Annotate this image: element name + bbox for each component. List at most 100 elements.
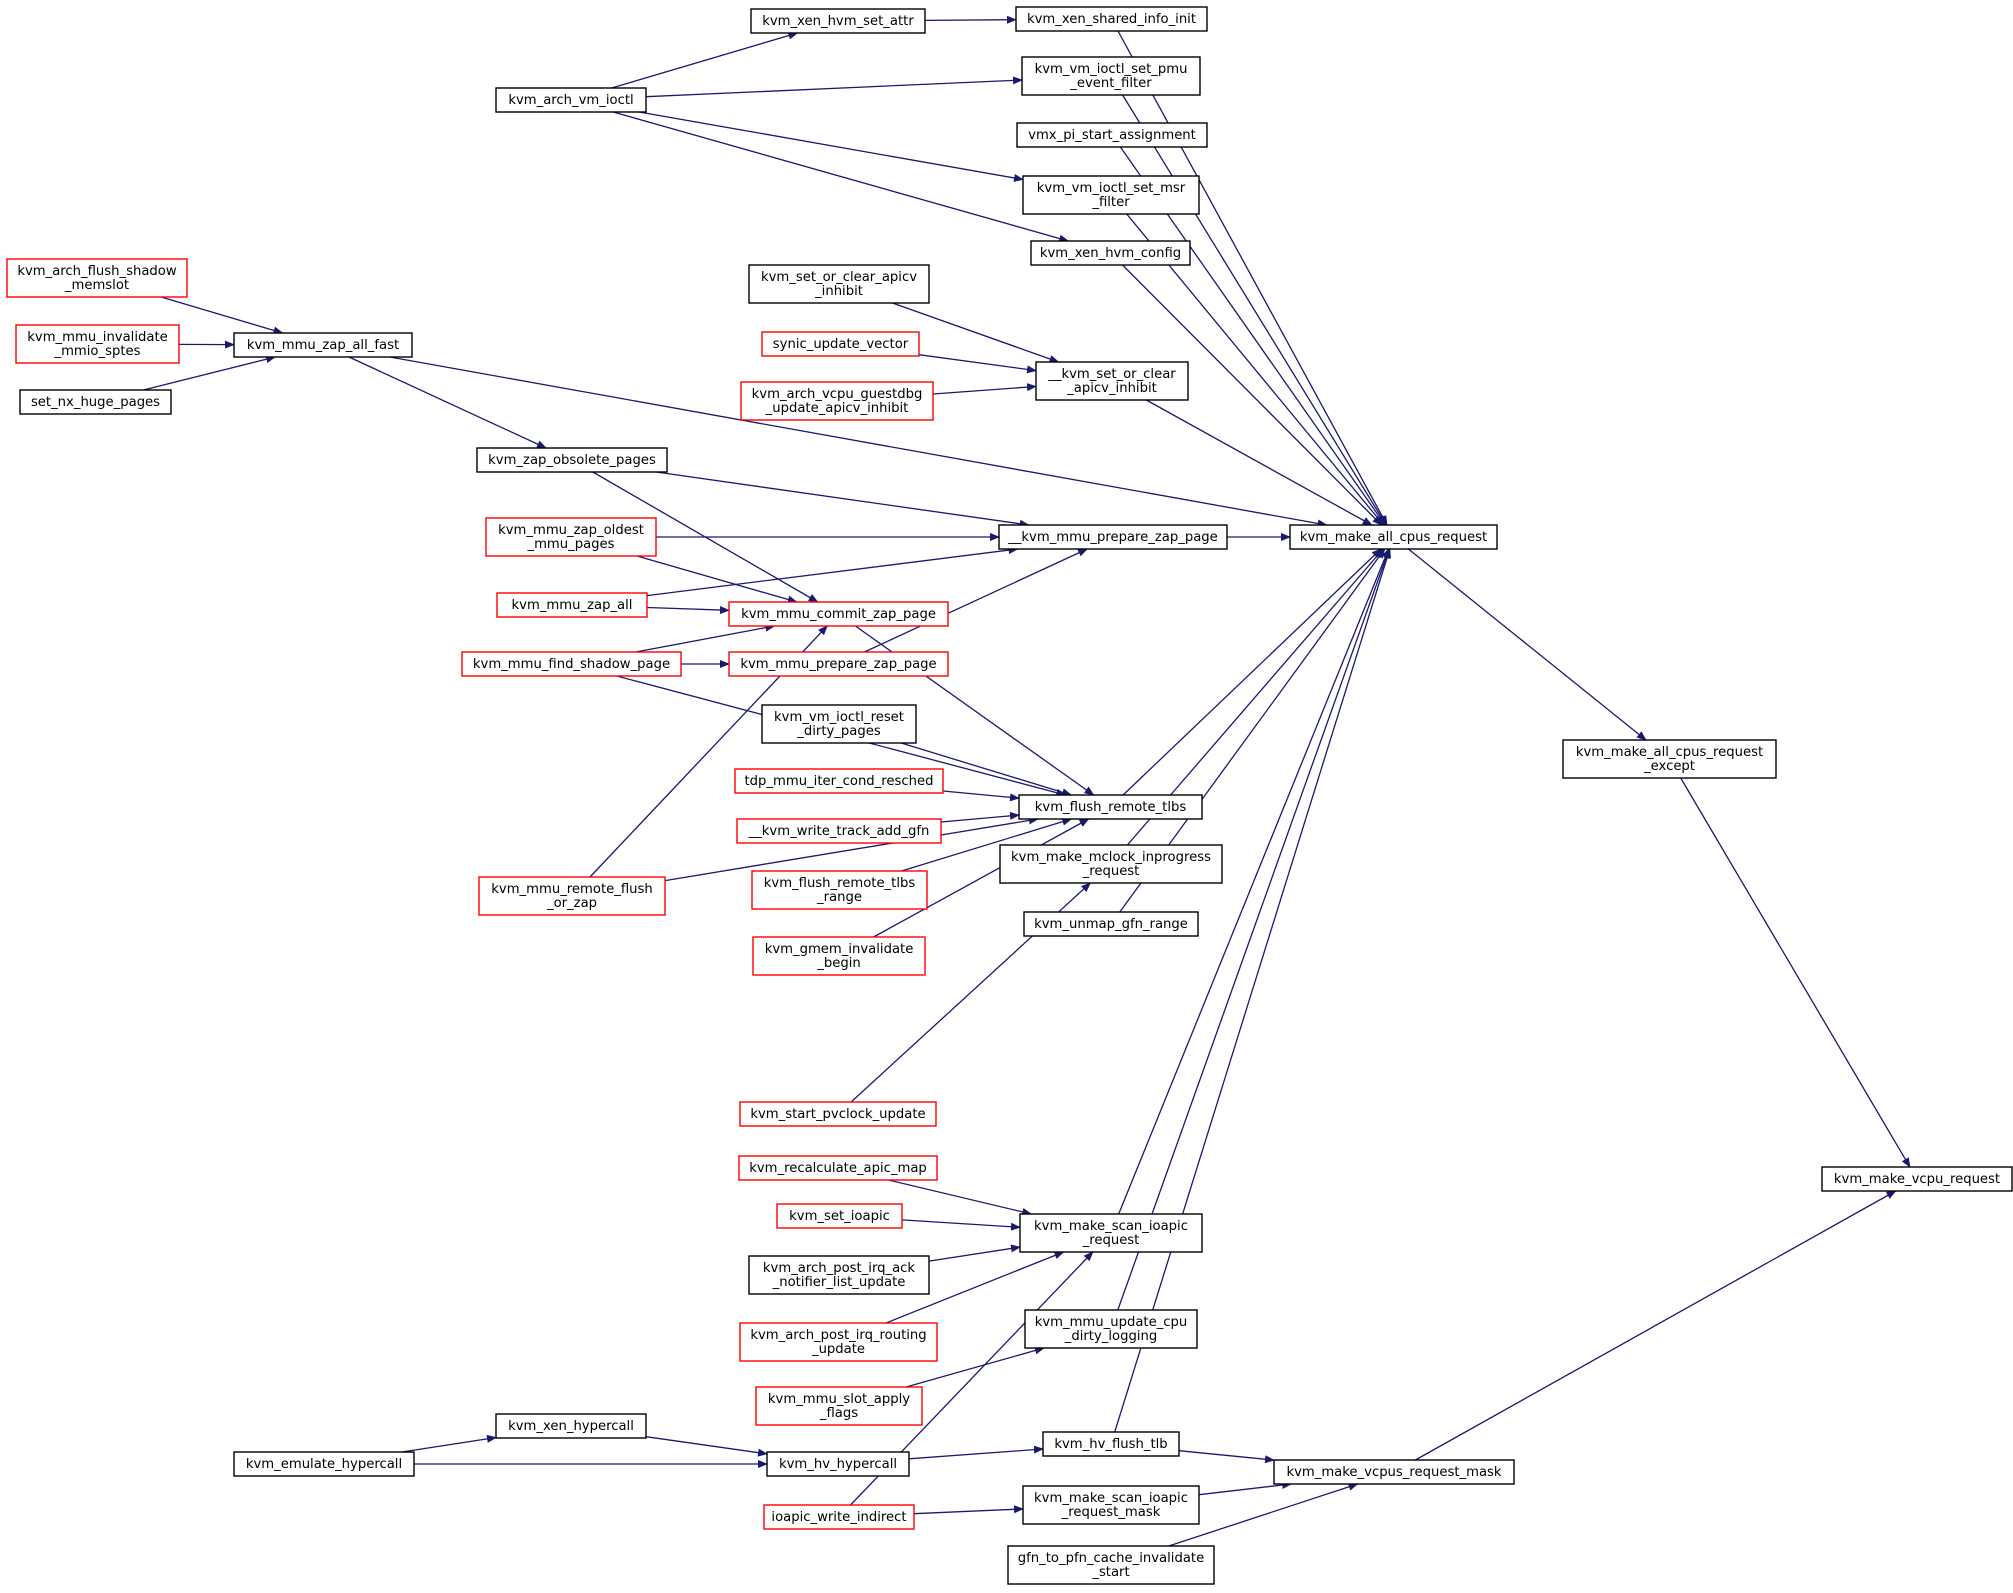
node-box (496, 592, 648, 618)
function-node-hv-hypercall[interactable]: kvm_hv_hypercall (766, 1451, 910, 1477)
node-box (728, 651, 949, 677)
call-edge-slot_apply_flags-to-cpu_dirty_logging (905, 1346, 1045, 1388)
function-node-find-shadow[interactable]: kvm_mmu_find_shadow_page (461, 651, 682, 677)
node-label-line: _inhibit (814, 284, 863, 299)
function-node-arch-vm-ioctl[interactable]: kvm_arch_vm_ioctl (495, 87, 647, 113)
function-node-make-vcpu-request[interactable]: kvm_make_vcpu_request (1821, 1166, 2013, 1192)
node-label-line: kvm_mmu_prepare_zap_page (740, 657, 936, 672)
node-label-line: kvm_make_all_cpus_request (1576, 745, 1763, 760)
function-node-write-track[interactable]: __kvm_write_track_add_gfn (736, 818, 942, 844)
function-node-ioapic-write[interactable]: ioapic_write_indirect (763, 1504, 915, 1530)
node-label-line: _begin (816, 956, 860, 971)
function-node-xen-hvm-config[interactable]: kvm_xen_hvm_config (1030, 240, 1191, 266)
function-node-emulate-hypercall[interactable]: kvm_emulate_hypercall (233, 1451, 415, 1477)
function-node-flush-shadow-memslot[interactable]: kvm_arch_flush_shadow_memslot (6, 258, 188, 298)
call-edge-emulate_hypercall-to-xen_hypercall (401, 1434, 497, 1453)
function-node-slot-apply-flags[interactable]: kvm_mmu_slot_apply_flags (755, 1386, 923, 1426)
call-edge-set_pmu_filter-to-make_all_cpus_request (1122, 94, 1387, 526)
function-node-mmu-zap-all-fast[interactable]: kvm_mmu_zap_all_fast (233, 332, 413, 358)
call-edge-xen_hvm_config-to-make_all_cpus_request (1122, 264, 1383, 526)
function-node-zap-oldest[interactable]: kvm_mmu_zap_oldest_mmu_pages (485, 517, 657, 557)
node-box (1015, 6, 1208, 32)
node-label-line: tdp_mmu_iter_cond_resched (745, 774, 934, 789)
call-edge-set_ioapic-to-scan_ioapic (901, 1219, 1021, 1231)
function-node---mmu-prepare-zap[interactable]: __kvm_mmu_prepare_zap_page (998, 524, 1228, 550)
call-edge-make_all_cpus_request-to-all_cpus_except (1407, 548, 1647, 741)
function-node-set-ioapic[interactable]: kvm_set_ioapic (776, 1203, 903, 1229)
function-node-pvclock[interactable]: kvm_start_pvclock_update (739, 1101, 937, 1127)
node-box (1021, 56, 1201, 96)
function-node-reset-dirty[interactable]: kvm_vm_ioctl_reset_dirty_pages (761, 704, 917, 744)
function-node-scan-ioapic-mask[interactable]: kvm_make_scan_ioapic_request_mask (1022, 1485, 1200, 1525)
function-node-tdp-resched[interactable]: tdp_mmu_iter_cond_resched (734, 768, 944, 794)
call-edge-remote_flush_or_zap-to-flush_remote_tlbs (664, 816, 1039, 882)
node-box (495, 1413, 647, 1439)
node-label-line: __kvm_write_track_add_gfn (748, 824, 930, 839)
function-node-zap-obsolete-pages[interactable]: kvm_zap_obsolete_pages (476, 447, 668, 473)
function-node-xen-hypercall[interactable]: kvm_xen_hypercall (495, 1413, 647, 1439)
node-label-line: kvm_hv_hypercall (779, 1457, 897, 1472)
function-node-set-pmu-filter[interactable]: kvm_vm_ioctl_set_pmu_event_filter (1021, 56, 1201, 96)
function-node-mclock[interactable]: kvm_make_mclock_inprogress_request (999, 844, 1223, 884)
function-node-post-irq-ack[interactable]: kvm_arch_post_irq_ack_notifier_list_upda… (748, 1255, 930, 1295)
node-label-line: kvm_xen_hypercall (508, 1419, 634, 1434)
node-label-line: _request_mask (1061, 1505, 1161, 1520)
node-label-line: kvm_flush_remote_tlbs (764, 876, 916, 891)
function-node-guestdbg-apicv[interactable]: kvm_arch_vcpu_guestdbg_update_apicv_inhi… (740, 381, 934, 421)
function-node-recalc-apic[interactable]: kvm_recalculate_apic_map (738, 1155, 938, 1181)
function-node-commit-zap[interactable]: kvm_mmu_commit_zap_page (728, 601, 949, 627)
node-label-line: _update (811, 1342, 865, 1357)
call-edge-prepare_zap-to-__mmu_prepare_zap (864, 548, 1089, 653)
node-label-line: kvm_arch_vcpu_guestdbg (752, 387, 923, 402)
node-box (734, 768, 944, 794)
node-box (19, 389, 172, 415)
call-edge-recalc_apic-to-scan_ioapic (888, 1179, 1033, 1216)
function-node-flush-remote-tlbs[interactable]: kvm_flush_remote_tlbs (1018, 794, 1203, 820)
node-label-line: kvm_mmu_remote_flush (491, 882, 652, 897)
node-box (1562, 739, 1777, 779)
function-node-make-all-cpus-request[interactable]: kvm_make_all_cpus_request (1289, 524, 1498, 550)
function-node-mmu-invalidate-mmio[interactable]: kvm_mmu_invalidate_mmio_sptes (15, 324, 180, 364)
function-node-synic-update-vector[interactable]: synic_update_vector (761, 331, 920, 357)
call-edge-all_cpus_except-to-make_vcpu_request (1680, 777, 1911, 1168)
node-box (750, 8, 926, 34)
function-node-gfn-pfn-cache[interactable]: gfn_to_pfn_cache_invalidate_start (1007, 1545, 1215, 1585)
function-node-vcpus-request-mask[interactable]: kvm_make_vcpus_request_mask (1273, 1459, 1515, 1485)
call-edge-scan_ioapic-to-make_all_cpus_request (1118, 548, 1390, 1215)
function-node-scan-ioapic[interactable]: kvm_make_scan_ioapic_request (1019, 1213, 1203, 1253)
node-box (1042, 1431, 1180, 1457)
node-box (755, 1386, 923, 1426)
function-node-set-nx-huge-pages[interactable]: set_nx_huge_pages (19, 389, 172, 415)
function-node-xen-set-attr[interactable]: kvm_xen_hvm_set_attr (750, 8, 926, 34)
function-node-set-or-clear-apicv[interactable]: kvm_set_or_clear_apicv_inhibit (748, 264, 930, 304)
function-node---set-or-clear-apicv[interactable]: __kvm_set_or_clear_apicv_inhibit (1035, 361, 1189, 401)
function-node-unmap-gfn[interactable]: kvm_unmap_gfn_range (1023, 911, 1199, 937)
function-node-prepare-zap[interactable]: kvm_mmu_prepare_zap_page (728, 651, 949, 677)
node-label-line: gfn_to_pfn_cache_invalidate (1018, 1551, 1204, 1566)
call-edge-arch_vm_ioctl-to-xen_hvm_config (613, 111, 1070, 243)
function-node-hv-flush-tlb[interactable]: kvm_hv_flush_tlb (1042, 1431, 1180, 1457)
function-node-xen-shared-info[interactable]: kvm_xen_shared_info_init (1015, 6, 1208, 32)
node-box (1019, 1213, 1203, 1253)
function-node-vmx-pi[interactable]: vmx_pi_start_assignment (1016, 122, 1208, 148)
node-label-line: kvm_xen_hvm_config (1040, 246, 1181, 261)
node-box (998, 524, 1228, 550)
call-edge-zap_obsolete_pages-to-__mmu_prepare_zap (656, 471, 1030, 528)
node-label-line: kvm_mmu_find_shadow_page (473, 657, 670, 672)
function-node-mmu-zap-all[interactable]: kvm_mmu_zap_all (496, 592, 648, 618)
node-box (1023, 911, 1199, 937)
function-node-flush-range[interactable]: kvm_flush_remote_tlbs_range (751, 870, 928, 910)
node-label-line: kvm_arch_post_irq_ack (763, 1261, 916, 1276)
node-box (233, 1451, 415, 1477)
function-node-gmem-invalidate[interactable]: kvm_gmem_invalidate_begin (752, 936, 926, 976)
function-node-all-cpus-except[interactable]: kvm_make_all_cpus_request_except (1562, 739, 1777, 779)
call-edge-mmu_zap_all-to-__mmu_prepare_zap (646, 546, 1019, 597)
call-edge-cpu_dirty_logging-to-make_all_cpus_request (1117, 548, 1390, 1311)
function-node-remote-flush-or-zap[interactable]: kvm_mmu_remote_flush_or_zap (478, 876, 666, 916)
node-box (1022, 1485, 1200, 1525)
function-node-set-msr-filter[interactable]: kvm_vm_ioctl_set_msr_filter (1022, 175, 1200, 215)
function-node-post-irq-routing[interactable]: kvm_arch_post_irq_routing_update (739, 1322, 938, 1362)
function-node-cpu-dirty-logging[interactable]: kvm_mmu_update_cpu_dirty_logging (1024, 1309, 1198, 1349)
node-box (1273, 1459, 1515, 1485)
node-label-line: _notifier_list_update (772, 1275, 906, 1290)
